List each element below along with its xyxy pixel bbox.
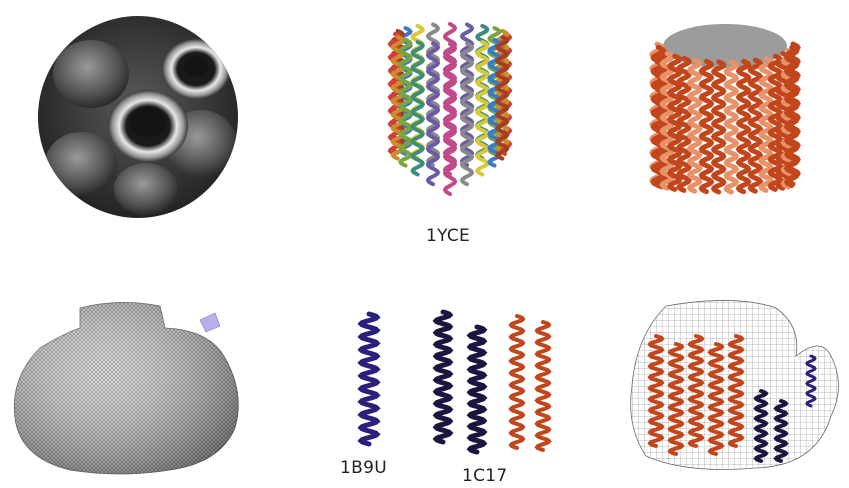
fitted-orange-helix <box>710 344 722 454</box>
ring-helix <box>750 60 760 191</box>
helix-1c17-dark-a <box>436 312 450 442</box>
ring-helix <box>714 62 724 192</box>
helix-1c17-orange-b <box>537 322 549 450</box>
helix-1c17-dark-b <box>470 327 484 452</box>
helix-1b9u-chain <box>361 314 377 444</box>
fitted-dark-helix <box>756 391 766 461</box>
rotor-helix <box>413 42 423 174</box>
fitted-orange-helix <box>690 336 702 446</box>
orange-helix-ring <box>640 14 810 204</box>
ring-helix <box>701 61 711 191</box>
helices-1c17 <box>425 302 560 462</box>
rotor-helix <box>477 42 487 174</box>
fitted-orange-helix <box>650 336 662 446</box>
ring-helix <box>739 61 749 191</box>
rotor-ring-structure <box>370 12 530 202</box>
fitted-model-in-density <box>626 296 846 476</box>
structure-label-1c17: 1C17 <box>462 466 508 486</box>
structure-label-1b9u: 1B9U <box>340 458 387 478</box>
structure-label-1yce: 1YCE <box>426 226 470 246</box>
fitted-orange-helix <box>730 336 742 446</box>
density-map-surface <box>10 298 250 478</box>
helix-1b9u <box>344 306 394 456</box>
fitted-orange-helix <box>670 344 682 454</box>
ring-helix <box>726 62 736 192</box>
ring-helix <box>788 44 798 184</box>
helix-1c17-orange-a <box>511 316 523 448</box>
afm-topography-image <box>36 14 240 220</box>
ring-helix <box>690 60 700 191</box>
ring-helix <box>679 58 689 190</box>
